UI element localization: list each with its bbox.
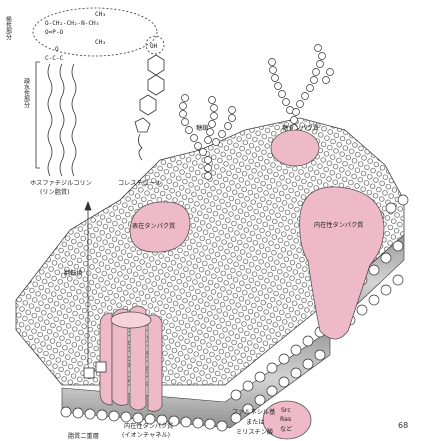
polar-part-label: 極性部分 xyxy=(5,15,12,41)
channel-protein-sub-label: (イオンチャネル) xyxy=(122,432,170,439)
phospholipid-structure: CH₃ O-CH₂-CH₂-N-CH₃ O=P-O CH₃ O C-C-C xyxy=(33,8,157,176)
page-number: 68 xyxy=(398,421,408,430)
lipid-bilayer-label: 脂質二重層 xyxy=(68,432,99,440)
anchored-protein-line1: Src xyxy=(281,407,291,414)
sugar-chain-label: 糖鎖 xyxy=(196,124,208,132)
svg-text:O-CH₂-CH₂-N-CH₃: O-CH₂-CH₂-N-CH₃ xyxy=(45,20,99,27)
glycoprotein-shape xyxy=(271,130,319,166)
svg-text:O: O xyxy=(55,46,59,53)
integral-protein-label: 内在性タンパク質 xyxy=(314,221,364,229)
anchor-label-line2: または xyxy=(246,419,265,426)
svg-text:CH₃: CH₃ xyxy=(95,11,106,18)
peripheral-protein-label: 表在タンパク質 xyxy=(132,222,175,230)
svg-text:CH₃: CH₃ xyxy=(95,39,106,46)
phosphatidylcholine-label: ホスファチジルコリン xyxy=(30,180,92,187)
glycoprotein-label: 糖タンパク質 xyxy=(282,124,319,132)
integral-protein-shape xyxy=(300,187,384,339)
anchor-label-line3: ミリスチン酸 xyxy=(236,428,273,436)
hydrophobic-part-label: 疎水性部分 xyxy=(23,77,30,109)
cholesterol-structure xyxy=(135,36,164,160)
cholesterol-label: コレステロール xyxy=(118,180,161,187)
anchor-label-line1: ファルネシル基 xyxy=(232,408,275,416)
svg-text:C-C-C: C-C-C xyxy=(45,55,63,62)
anchored-protein-line3: など xyxy=(280,425,292,433)
flip-flop-label: 翻転換 xyxy=(64,269,83,277)
anchored-protein-line2: Ras xyxy=(280,416,291,423)
phosphatidylcholine-sub-label: (リン脂質) xyxy=(40,188,70,196)
svg-text:O=P-O: O=P-O xyxy=(45,29,63,36)
channel-protein-label: 内在性タンパク質 xyxy=(124,422,174,430)
oh-label: OH xyxy=(150,43,158,50)
ion-channel-protein xyxy=(100,306,162,411)
